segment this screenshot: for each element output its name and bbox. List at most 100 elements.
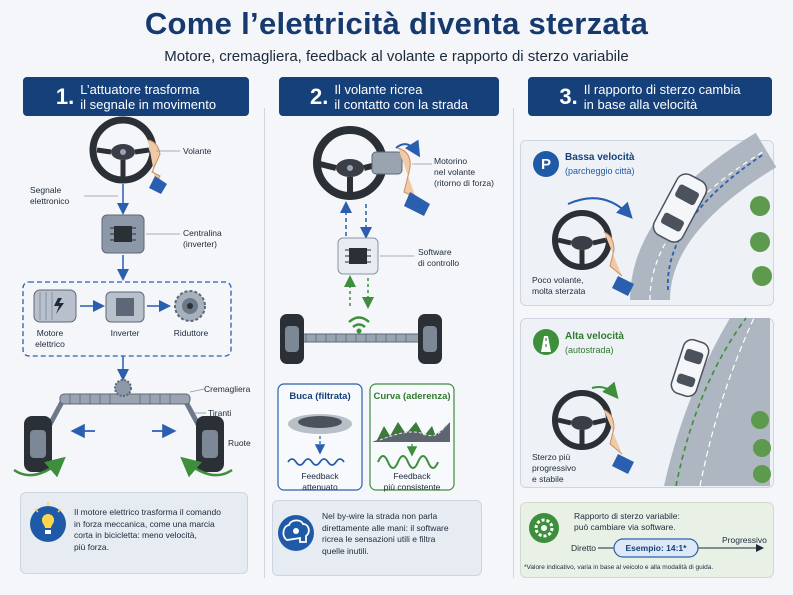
low-speed-caption: Poco volante,molta sterzata — [532, 275, 585, 297]
attenuated-wave — [287, 458, 345, 466]
electric-motor-icon — [33, 289, 77, 323]
label-inverter: Inverter — [110, 328, 140, 338]
column-divider — [264, 108, 265, 578]
ratio-example-pill — [613, 538, 699, 558]
label-cremagliera: Cremagliera — [204, 384, 251, 394]
buca-title: Buca (filtrata) — [289, 391, 351, 402]
label-line: (ritorno di forza) — [434, 178, 494, 188]
label-line: Software — [418, 247, 452, 257]
gear-icon — [529, 513, 559, 543]
brain-chip-icon — [278, 515, 314, 551]
section-title-line: Il rapporto di sterzo cambia — [583, 81, 741, 97]
label-line: molta sterzata — [532, 286, 586, 296]
section-number: 2. — [309, 84, 329, 109]
info-line: corta in bicicletta: meno velocità, — [74, 530, 197, 540]
steering-wheel-low-icon — [552, 210, 634, 296]
software-chip-icon — [337, 237, 379, 275]
section-title-line: L’attuatore trasforma — [80, 81, 200, 97]
label-ruote: Ruote — [228, 438, 251, 448]
info-box-2 — [272, 500, 482, 576]
section-number: 3. — [559, 84, 578, 109]
low-speed-title: Bassa velocità — [565, 152, 635, 163]
steering-wheel-feedback-icon — [313, 126, 430, 216]
consistent-wave — [377, 455, 439, 469]
label-centralina: Centralina(inverter) — [183, 228, 222, 250]
ratio-footnote: *Valore indicativo, varia in base al vei… — [524, 564, 714, 571]
wireless-signal-icon — [348, 316, 370, 334]
label-line: nel volante — [434, 167, 476, 177]
label-line: Motore — [36, 328, 64, 338]
ratio-progressivo: Progressivo — [722, 535, 767, 545]
car-high-speed-icon — [670, 338, 710, 398]
curved-road-icon — [372, 422, 450, 442]
ratio-diretto: Diretto — [571, 543, 597, 553]
curva-title: Curva (aderenza) — [373, 391, 451, 402]
label-line: e stabile — [532, 474, 564, 484]
ratio-example: Esempio: 14:1* — [625, 543, 687, 553]
section-title-line: in base alla velocità — [583, 96, 698, 112]
label-line: Rapporto di sterzo variabile: — [574, 511, 680, 521]
inverter-icon — [105, 291, 145, 323]
section-title-line: il contatto con la strada — [334, 96, 469, 112]
label-line: attenuato — [302, 482, 338, 492]
car-low-speed-icon — [652, 173, 708, 243]
section-title-line: Il volante ricrea — [334, 81, 423, 97]
info-line: più forza. — [74, 541, 109, 552]
section-title-line: il segnale in movimento — [80, 96, 217, 112]
info-line: quelle inutili. — [322, 545, 369, 556]
label-line: Feedback — [301, 471, 339, 481]
info-line: ricrea le sensazioni utili e filtra — [322, 534, 436, 544]
label-line: (inverter) — [183, 239, 218, 249]
info-line: in forza meccanica, come una marcia — [74, 518, 215, 529]
label-line: Segnale — [30, 185, 62, 195]
low-speed-subtitle: (parcheggio città) — [565, 166, 635, 176]
info-line: Nel by-wire la strada non parla — [322, 511, 438, 521]
label-line: di controllo — [418, 258, 460, 268]
reducer-gear-icon — [174, 290, 206, 322]
parking-icon: P — [533, 151, 559, 177]
label-line: progressivo — [532, 463, 576, 473]
label-tiranti: Tiranti — [208, 408, 232, 418]
axle-icon — [280, 314, 442, 364]
wheel-right-icon — [196, 416, 224, 472]
page-subtitle: Motore, cremagliera, feedback al volante… — [164, 48, 629, 65]
label-line: elettronico — [30, 196, 70, 206]
label-line: più consistente — [383, 482, 441, 492]
section-number: 1. — [55, 84, 75, 109]
info-text-2: Nel by-wire la strada non parla direttam… — [322, 511, 478, 557]
lightbulb-icon — [30, 502, 66, 542]
steering-wheel-high-icon — [552, 390, 634, 474]
label-line: Poco volante, — [532, 275, 584, 285]
ratio-title: Rapporto di sterzo variabile:può cambiar… — [574, 511, 680, 533]
label-line: Sterzo più — [532, 452, 571, 462]
label-volante: Volante — [183, 146, 212, 156]
column-divider — [513, 108, 514, 578]
info-text-1: Il motore elettrico trasforma il comando… — [74, 507, 242, 553]
steering-wheel-icon — [89, 116, 167, 194]
road-straight-high-icon — [664, 317, 771, 487]
info-line: direttamente alle mani: il software — [322, 522, 449, 533]
info-line: Il motore elettrico trasforma il comando — [74, 507, 221, 517]
label-line: Feedback — [393, 471, 431, 481]
label-line: Centralina — [183, 228, 222, 238]
label-line: elettrico — [35, 339, 65, 349]
page-title: Come l’elettricità diventa sterzata — [144, 6, 649, 41]
label-line: può cambiare via software. — [574, 522, 676, 532]
steering-rack-icon — [45, 379, 203, 430]
controller-chip-icon — [101, 214, 145, 254]
label-riduttore: Riduttore — [173, 328, 209, 338]
high-speed-title: Alta velocità — [565, 331, 624, 342]
high-speed-subtitle: (autostrada) — [565, 345, 614, 355]
svg-text:P: P — [541, 156, 551, 173]
